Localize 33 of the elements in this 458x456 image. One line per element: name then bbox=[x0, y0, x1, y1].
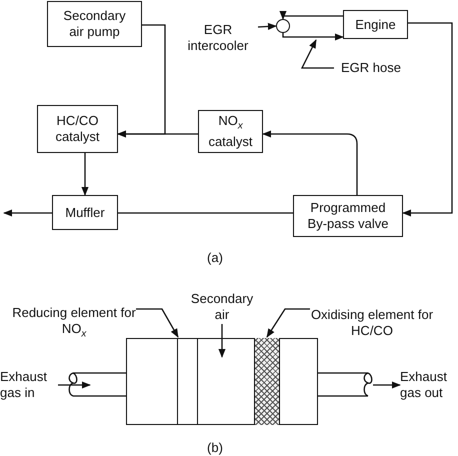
text-label: Secondary air bbox=[190, 291, 254, 323]
text-label: Oxidising element for HC/CO bbox=[310, 307, 434, 339]
figure-label: (b) bbox=[206, 440, 224, 455]
text-label: EGR intercooler bbox=[186, 22, 250, 54]
arrow bbox=[258, 22, 277, 30]
arrow bbox=[279, 10, 343, 20]
text-label: EGR hose bbox=[341, 60, 401, 76]
arrow bbox=[373, 381, 401, 389]
arrow bbox=[117, 130, 198, 138]
process-box: NO$_{x}$ catalyst bbox=[198, 110, 263, 153]
leader-line bbox=[266, 308, 310, 338]
arrow bbox=[58, 381, 91, 389]
oxidising-element bbox=[254, 338, 280, 425]
text-label: Exhaust gas in bbox=[0, 369, 48, 401]
arrow bbox=[262, 130, 358, 195]
arrow bbox=[218, 324, 226, 358]
arrow bbox=[282, 33, 344, 41]
text-label: Exhaust gas out bbox=[400, 369, 448, 401]
process-box: Secondary air pump bbox=[47, 1, 142, 47]
leader-line bbox=[300, 39, 334, 69]
process-box: HC/CO catalyst bbox=[37, 105, 118, 153]
process-box: Programmed By-pass valve bbox=[293, 195, 403, 237]
process-box: Muffler bbox=[52, 195, 118, 230]
process-box: Engine bbox=[343, 10, 408, 39]
reducing-element bbox=[177, 338, 198, 425]
leader-line bbox=[136, 308, 179, 338]
arrow bbox=[3, 209, 52, 217]
figure-label: (a) bbox=[206, 250, 224, 265]
arrow bbox=[81, 153, 89, 196]
arrow bbox=[402, 22, 453, 217]
converter-chamber bbox=[126, 338, 318, 425]
text-label: Reducing element for NO$_{x}$ bbox=[12, 305, 136, 342]
intercooler-circle bbox=[276, 19, 290, 33]
